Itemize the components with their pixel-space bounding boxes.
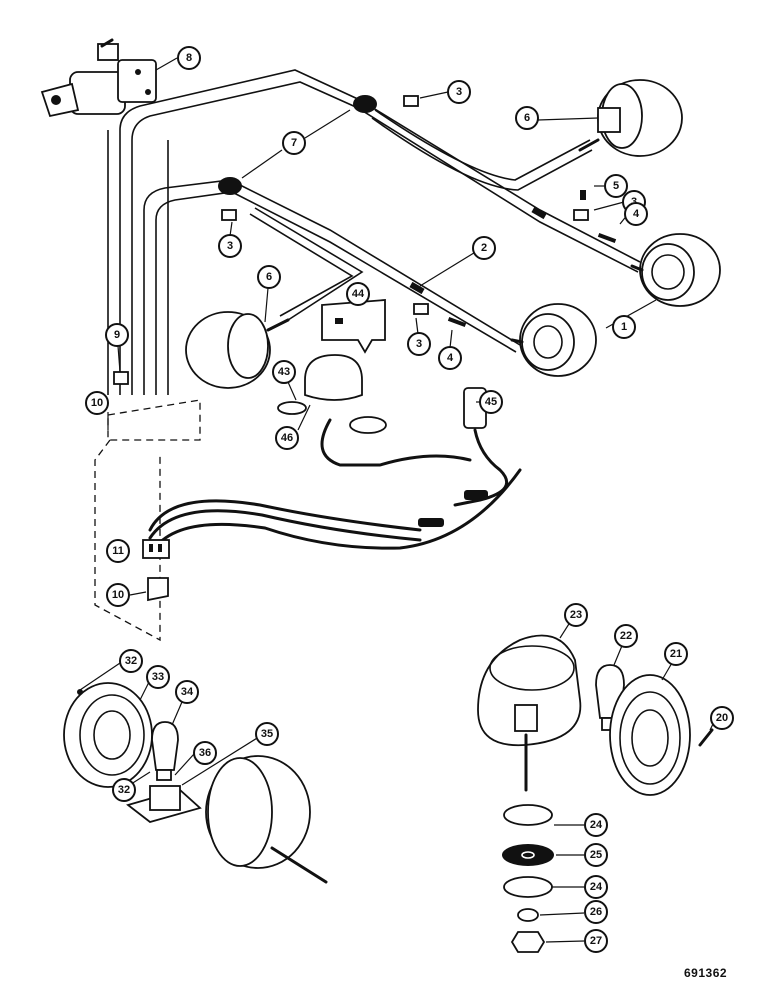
callout-label: 24 (590, 881, 603, 893)
callout-label: 44 (352, 288, 365, 300)
callout: 3 (407, 332, 431, 356)
lower-harness-cable (142, 468, 522, 602)
signal-lamp-exploded-right (477, 634, 714, 953)
callout-label: 4 (633, 208, 640, 220)
callout: 11 (106, 539, 130, 563)
callout: 20 (710, 706, 734, 730)
callout-label: 4 (447, 352, 454, 364)
callout-label: 1 (621, 321, 627, 333)
callout: 3 (218, 234, 242, 258)
callout: 10 (106, 583, 130, 607)
callout: 46 (275, 426, 299, 450)
callout-label: 32 (118, 784, 130, 796)
callout: 7 (282, 131, 306, 155)
callout-label: 24 (590, 819, 603, 831)
callout: 33 (146, 665, 170, 689)
signal-lamp-far-right (630, 233, 721, 307)
callout-label: 27 (590, 935, 602, 947)
callout: 9 (105, 323, 129, 347)
callout-label: 34 (181, 686, 194, 698)
signal-lamp-center (510, 303, 597, 377)
callout: 5 (604, 174, 628, 198)
callout: 45 (479, 390, 503, 414)
callout-label: 9 (114, 329, 120, 341)
callout-label: 5 (613, 180, 619, 192)
callout-label: 11 (112, 545, 124, 557)
callout-label: 3 (456, 86, 462, 98)
callout-label: 7 (291, 137, 297, 149)
callout-label: 10 (91, 397, 103, 409)
callout-label: 32 (125, 655, 137, 667)
callout-label: 6 (524, 112, 530, 124)
drawing-reference-number: 691362 (684, 966, 728, 980)
callout-label: 36 (199, 747, 211, 759)
callout: 4 (438, 346, 462, 370)
callout: 21 (664, 642, 688, 666)
callout: 3 (447, 80, 471, 104)
callout: 43 (272, 360, 296, 384)
motor-assembly (40, 38, 157, 118)
callout: 6 (257, 265, 281, 289)
callout-label: 26 (590, 906, 602, 918)
rear-lamp-left (185, 311, 290, 389)
callout-label: 6 (266, 271, 272, 283)
callout-label: 3 (416, 338, 422, 350)
callout: 1 (612, 315, 636, 339)
callout-label: 22 (620, 630, 632, 642)
callout: 24 (584, 813, 608, 837)
callout-label: 3 (227, 240, 233, 252)
callout-label: 46 (281, 432, 293, 444)
callout-label: 21 (670, 648, 682, 660)
callout: 10 (85, 391, 109, 415)
callout: 22 (614, 624, 638, 648)
callout: 26 (584, 900, 608, 924)
callout: 35 (255, 722, 279, 746)
wiring-harness (107, 69, 641, 395)
callout: 34 (175, 680, 199, 704)
rear-lamp-exploded-left (63, 682, 328, 884)
callout-label: 8 (186, 52, 192, 64)
callout-label: 33 (152, 671, 164, 683)
flasher-unit (277, 299, 472, 467)
callout-label: 25 (590, 849, 602, 861)
callout: 23 (564, 603, 588, 627)
callout: 32 (119, 649, 143, 673)
leader-lines (79, 57, 717, 943)
callout: 25 (584, 843, 608, 867)
callout: 36 (193, 741, 217, 765)
clips-and-fasteners (113, 95, 617, 385)
callout: 4 (624, 202, 648, 226)
callout-label: 10 (112, 589, 124, 601)
callout-label: 23 (570, 609, 582, 621)
callout-label: 2 (481, 242, 487, 254)
callout-label: 3 (631, 196, 637, 208)
callout-label: 35 (261, 728, 273, 740)
callout: 24 (584, 875, 608, 899)
callout: 44 (346, 282, 370, 306)
callout: 2 (472, 236, 496, 260)
callout-label: 43 (278, 366, 290, 378)
callout: 6 (515, 106, 539, 130)
callout: 8 (177, 46, 201, 70)
callout-label: 45 (485, 396, 497, 408)
callout-label: 20 (716, 712, 728, 724)
callout: 27 (584, 929, 608, 953)
callout: 32 (112, 778, 136, 802)
